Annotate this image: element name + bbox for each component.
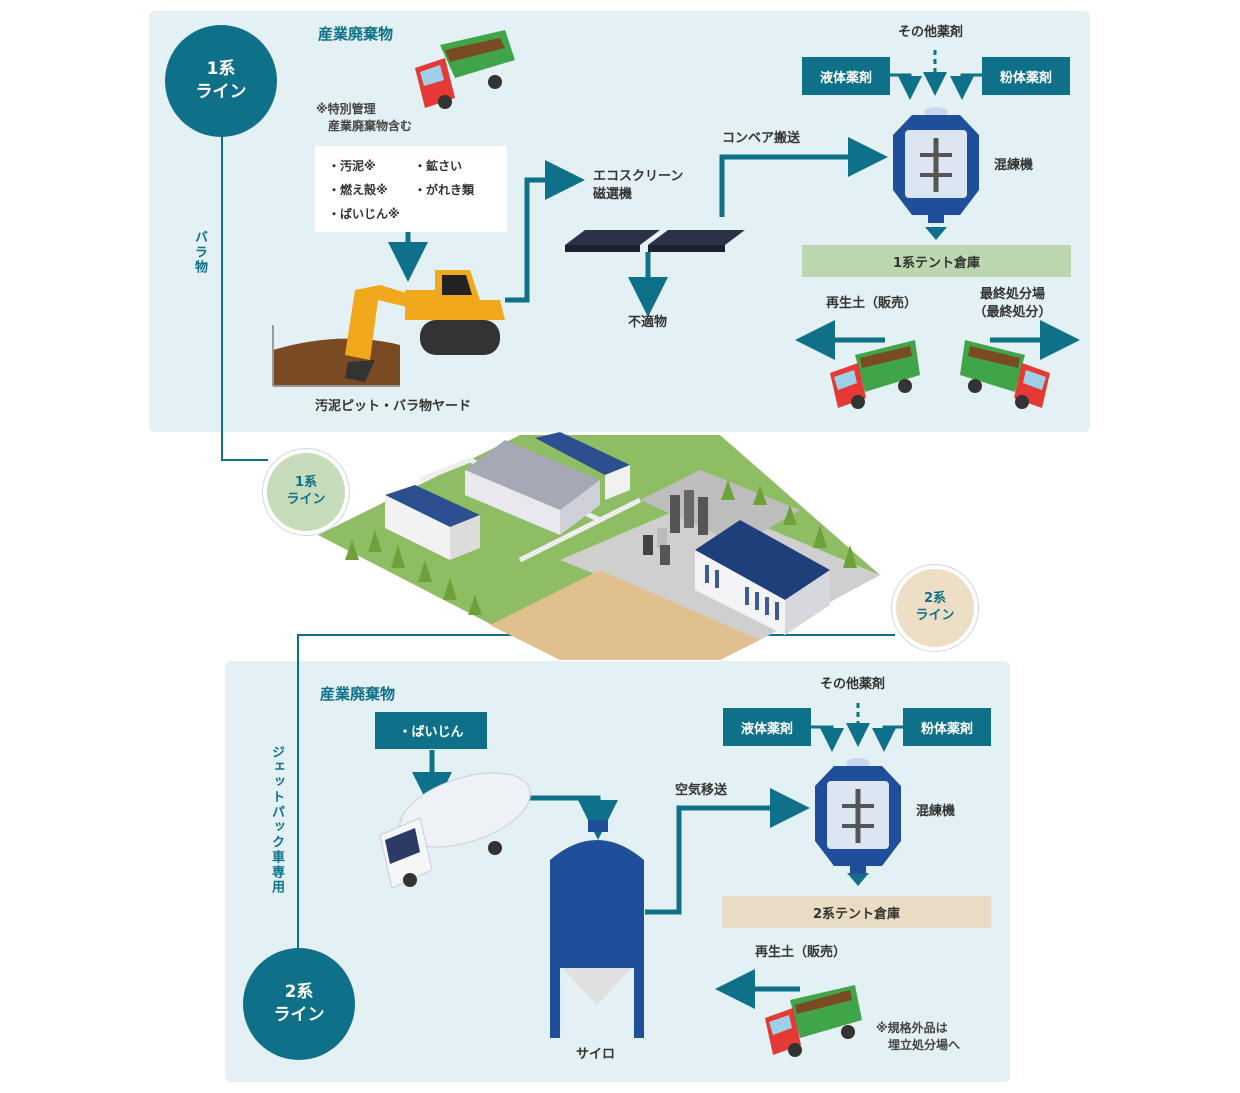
line2-vertical-label: ジェットパック車専用 — [269, 745, 284, 895]
waste-item-cinders: ・燃え殻※ — [328, 183, 388, 197]
line2-note: ※規格外品は 埋立処分場へ — [876, 1021, 961, 1053]
line2-powder-chem: 粉体薬剤 — [903, 708, 991, 746]
mixer1-illustration — [893, 107, 979, 223]
line2-liquid-chem: 液体薬剤 — [723, 708, 811, 746]
truck-illustration-recycled — [830, 340, 920, 409]
waste-item-debris: ・がれき類 — [414, 183, 475, 197]
excavator-illustration — [272, 270, 505, 387]
waste-item-slag: ・鉱さい — [414, 159, 463, 173]
line2-circle: 2系 ライン — [243, 948, 355, 1060]
line1-waste-title: 産業廃棄物 — [318, 25, 394, 43]
silo-label: サイロ — [576, 1047, 616, 1062]
line1-vertical-label: バラ物 — [192, 230, 207, 275]
line1-badge: 1系 ライン — [263, 449, 349, 535]
truck-illustration-line2 — [765, 985, 862, 1057]
yard-label: 汚泥ピット・バラ物ヤード — [315, 399, 472, 414]
line1-recycled-label: 再生土（販売） — [826, 296, 918, 311]
truck-illustration-final — [960, 340, 1050, 409]
line2-badge: 2系 ライン — [892, 565, 978, 651]
line1-waste-note: ※特別管理 産業廃棄物含む — [316, 102, 413, 134]
factory-illustration — [318, 432, 880, 660]
line2-recycled-label: 再生土（販売） — [755, 945, 847, 960]
line2-waste-item: ・ばいじん — [375, 712, 487, 749]
line1-mixer-label: 混練機 — [994, 158, 1034, 173]
conveyor-label: コンベア搬送 — [722, 131, 801, 146]
line1-warehouse: 1系テント倉庫 — [802, 245, 1071, 277]
line1-circle: 1系 ライン — [165, 25, 277, 137]
final-disposal-label: 最終処分場 （最終処分） — [973, 287, 1052, 321]
tanker-truck-illustration — [379, 772, 531, 889]
line1-connector — [221, 120, 268, 461]
waste-item-dust: ・ばいじん※ — [328, 207, 400, 221]
line2-other-chem: その他薬剤 — [820, 677, 886, 692]
line1-liquid-chem: 液体薬剤 — [802, 57, 890, 95]
silo-illustration — [550, 820, 644, 1038]
line2-waste-title: 産業廃棄物 — [320, 685, 396, 703]
reject-label: 不適物 — [628, 315, 668, 330]
line2-warehouse: 2系テント倉庫 — [722, 896, 991, 928]
eco-screen-label: エコスクリーン 磁選機 — [593, 169, 684, 203]
line2-mixer-label: 混練機 — [916, 804, 956, 819]
line1-waste-list — [315, 146, 507, 232]
air-transfer-label: 空気移送 — [675, 783, 728, 798]
waste-item-sludge: ・汚泥※ — [328, 159, 376, 173]
eco-screen-conveyor — [565, 230, 745, 252]
truck-illustration-top — [415, 30, 515, 109]
line1-other-chem: その他薬剤 — [898, 25, 964, 40]
line1-powder-chem: 粉体薬剤 — [982, 57, 1070, 95]
mixer2-illustration — [815, 758, 901, 874]
